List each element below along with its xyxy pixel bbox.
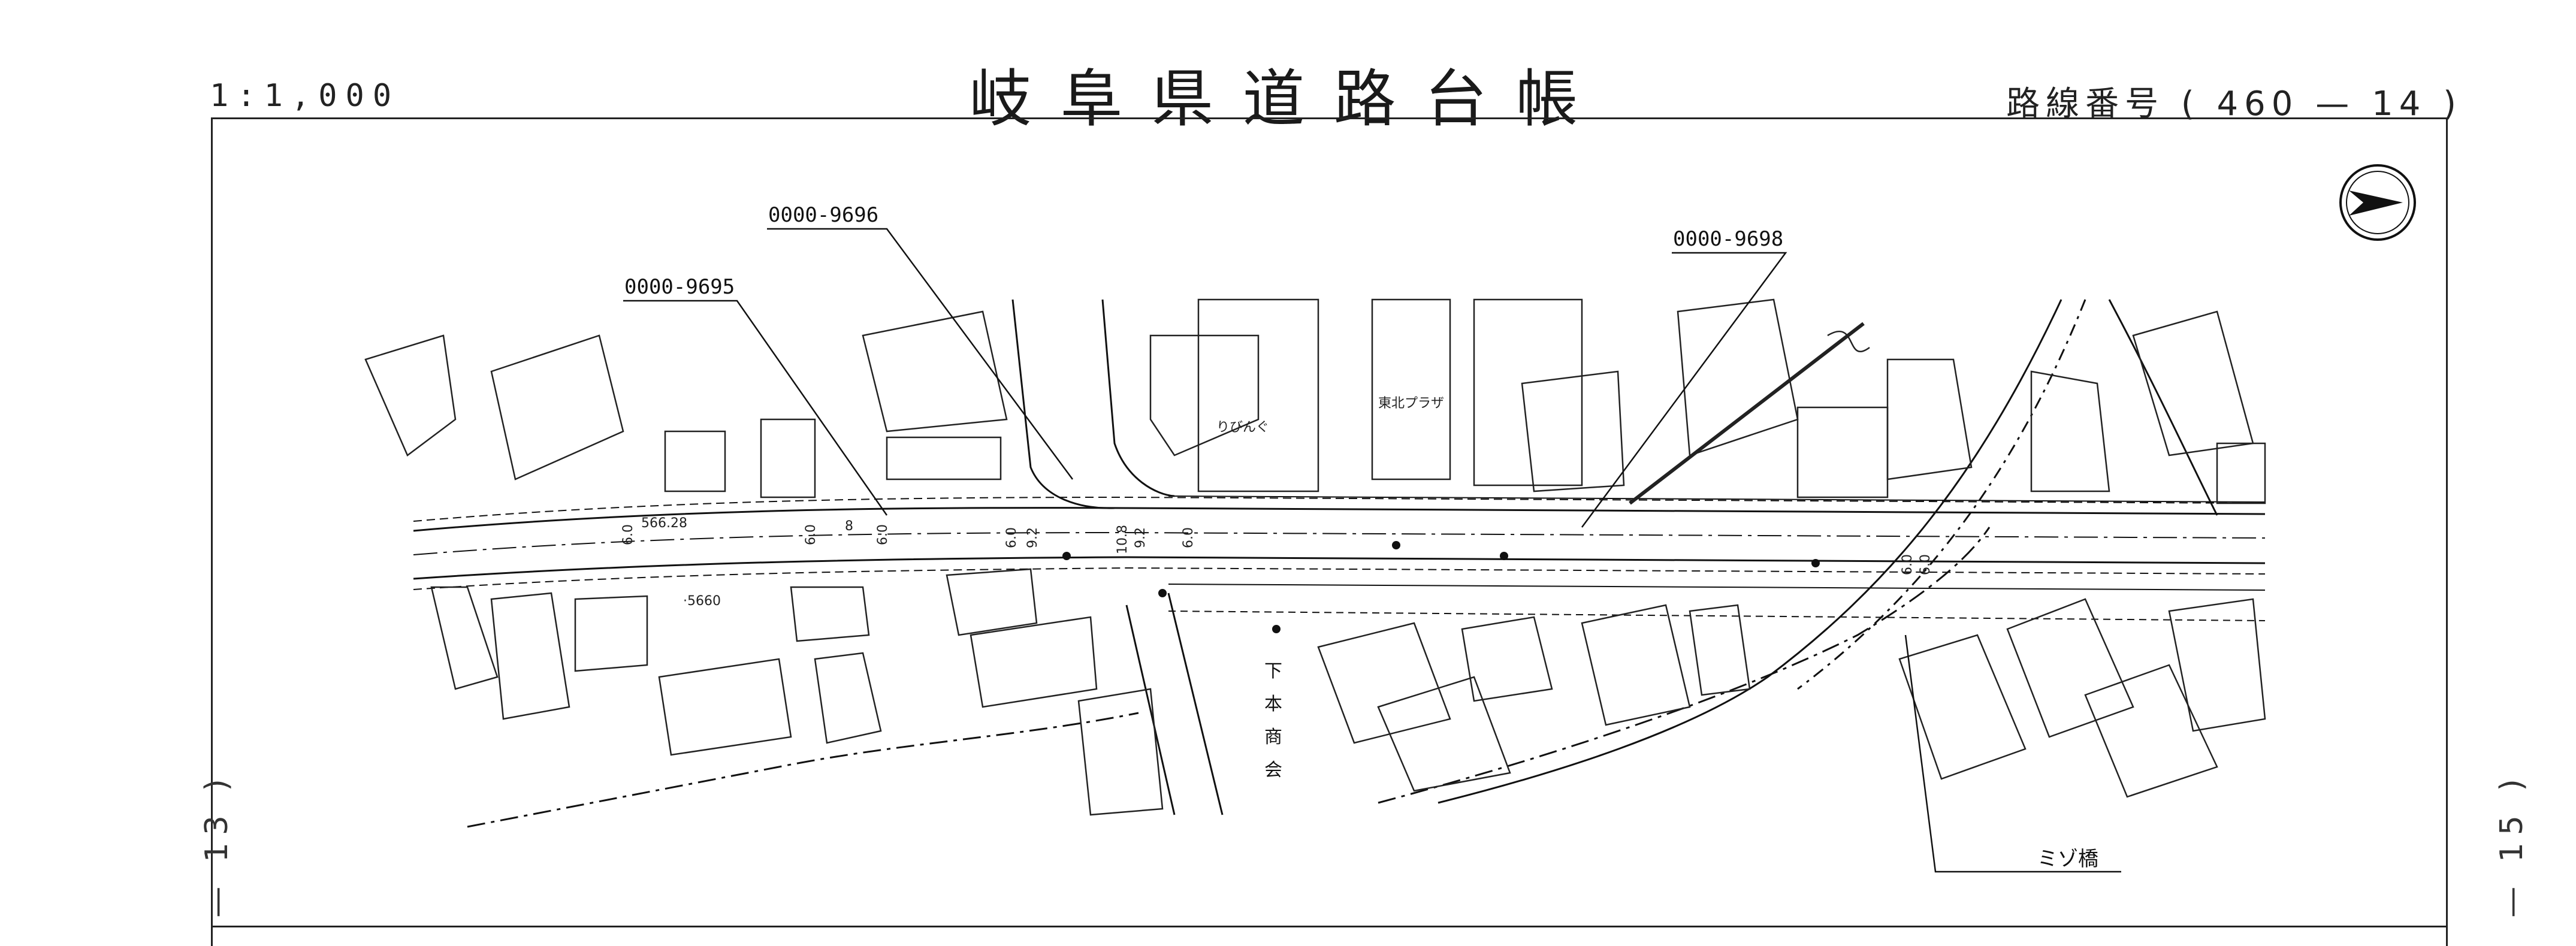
main-road — [413, 495, 2266, 621]
building-label-plaza: 東北プラザ — [1378, 396, 1444, 411]
route-open: ( — [2181, 84, 2200, 123]
page-title: 岐阜県道路台帳 — [969, 62, 1607, 135]
building-label-living: りびんぐ — [1216, 420, 1269, 435]
callout-9696: 0000-9696 — [768, 203, 878, 227]
route-number-value: 460 — [2216, 84, 2299, 123]
map-frame — [211, 117, 2448, 946]
width-10: 6.0 — [1900, 554, 1915, 575]
width-6: 9.2 — [1025, 527, 1040, 548]
parcels-north — [364, 298, 2266, 505]
width-9: 6.0 — [1181, 527, 1196, 548]
parcels-south — [430, 568, 2266, 816]
bridge-label: ミゾ橋 — [2037, 847, 2098, 871]
callout-9695: 0000-9695 — [624, 275, 735, 299]
width-1: 6.0 — [621, 524, 636, 545]
cross-streets — [1011, 299, 2218, 815]
shop-street-char-4: 会 — [1264, 760, 1282, 781]
shop-street-char-1: 下 — [1264, 661, 1282, 682]
width-3: 6.0 — [804, 524, 819, 545]
width-11: 6.0 — [1918, 554, 1933, 575]
width-7: 10.8 — [1115, 525, 1130, 554]
leader-lines — [623, 228, 2121, 873]
shop-street-char-3: 商 — [1264, 727, 1282, 748]
width-annotations: 6.0 8 6.0 6.0 6.0 9.2 10.8 9.2 6.0 6.0 6… — [621, 519, 1933, 575]
elevation-566-28: 566.28 — [641, 516, 687, 531]
width-5: 6.0 — [1004, 527, 1019, 548]
elevation-5660: ·5660 — [683, 594, 721, 609]
callout-9698: 0000-9698 — [1673, 227, 1783, 251]
width-8: 9.2 — [1133, 527, 1148, 548]
shop-street-char-2: 本 — [1264, 694, 1282, 715]
utility-poles — [1062, 541, 1820, 633]
route-sheet: 14 — [2372, 84, 2427, 123]
frame-bottom-rule — [211, 926, 2446, 927]
scale-label: 1:1,000 — [210, 78, 400, 114]
width-2: 8 — [845, 519, 853, 534]
channel — [467, 527, 1991, 828]
route-dash: — — [2315, 84, 2355, 123]
width-4: 6.0 — [875, 524, 890, 545]
north-arrow-icon — [2339, 164, 2416, 241]
route-close: ) — [2443, 84, 2462, 123]
route-number: 路線番号 ( 460 — 14 ) — [2006, 77, 2462, 125]
route-label: 路線番号 — [2006, 84, 2165, 123]
